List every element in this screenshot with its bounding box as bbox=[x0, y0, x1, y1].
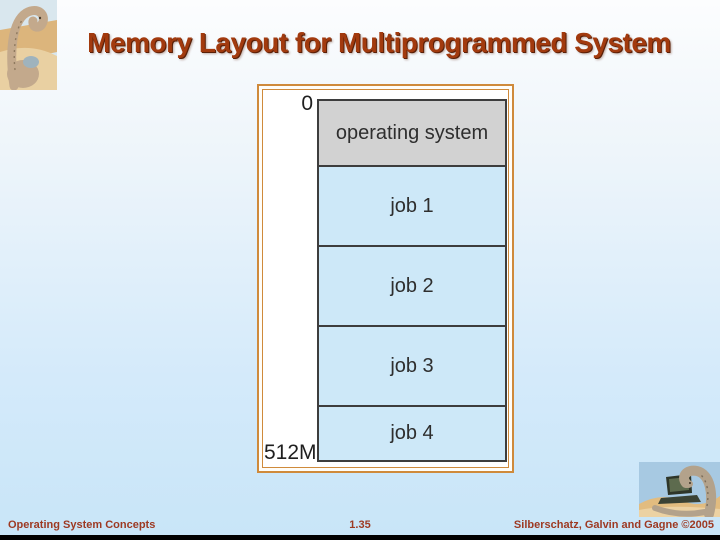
dinosaur-laptop-icon bbox=[639, 462, 720, 519]
address-label-start: 0 bbox=[301, 92, 313, 115]
memory-segment-os: operating system bbox=[319, 101, 505, 167]
memory-segment-job2: job 2 bbox=[319, 247, 505, 327]
memory-column: operating system job 1 job 2 job 3 job 4 bbox=[317, 99, 507, 462]
memory-segment-job4: job 4 bbox=[319, 407, 505, 460]
bottom-edge-bar bbox=[0, 535, 720, 540]
address-label-end: 512M bbox=[264, 441, 317, 464]
footer-authors: Silberschatz, Galvin and Gagne ©2005 bbox=[513, 519, 714, 531]
memory-diagram: 0 operating system job 1 job 2 job 3 job… bbox=[262, 89, 509, 468]
memory-diagram-frame: 0 operating system job 1 job 2 job 3 job… bbox=[257, 84, 514, 473]
footer-page-number: 1.35 bbox=[349, 519, 371, 531]
dinosaur-reading-icon bbox=[0, 0, 57, 91]
footer-book-title: Operating System Concepts bbox=[8, 519, 156, 531]
slide-title: Memory Layout for Multiprogrammed System bbox=[87, 27, 671, 58]
memory-segment-job1: job 1 bbox=[319, 167, 505, 247]
memory-segment-job3: job 3 bbox=[319, 327, 505, 407]
